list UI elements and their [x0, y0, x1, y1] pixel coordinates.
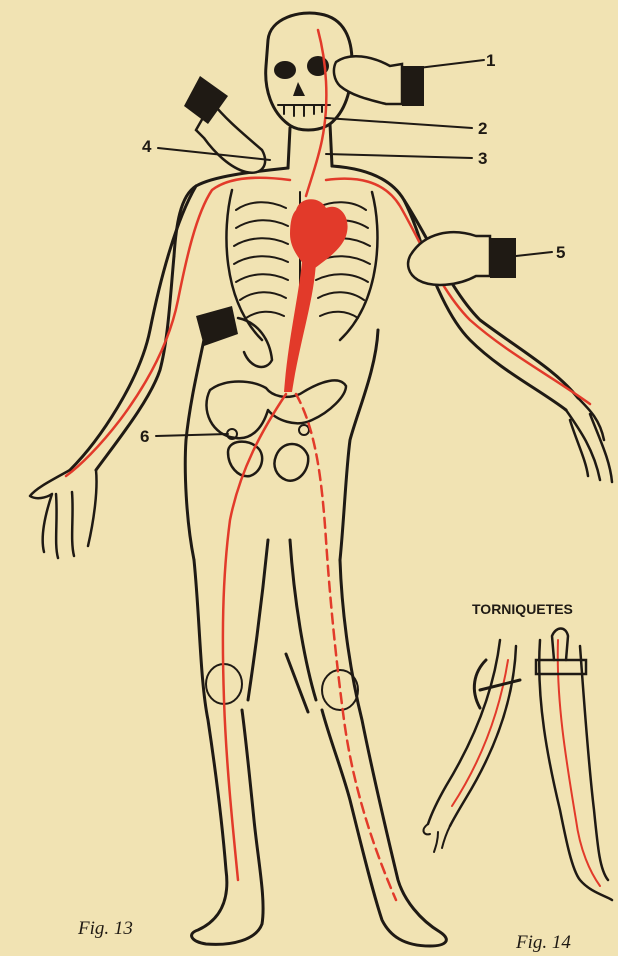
label-point-3: 3 [478, 149, 487, 168]
body-figure [30, 13, 612, 946]
label-point-6: 6 [140, 427, 149, 446]
caption-fig-13: Fig. 13 [77, 918, 133, 939]
label-point-1: 1 [486, 51, 495, 70]
arteries [66, 30, 590, 900]
heart-and-aorta [284, 199, 348, 392]
label-point-2: 2 [478, 119, 487, 138]
tourniquet-leg [536, 629, 612, 901]
legs [192, 540, 447, 946]
tourniquets-heading: TORNIQUETES [472, 601, 573, 617]
label-point-5: 5 [556, 243, 565, 262]
caption-fig-14: Fig. 14 [515, 932, 571, 953]
label-point-4: 4 [142, 137, 152, 156]
pelvis [206, 380, 346, 480]
tourniquet-figure: TORNIQUETES [424, 601, 612, 900]
left-arm [30, 186, 196, 558]
pressure-hand-abdomen [196, 306, 272, 367]
tourniquet-arm [424, 640, 520, 852]
pressure-hand-5 [408, 232, 516, 285]
